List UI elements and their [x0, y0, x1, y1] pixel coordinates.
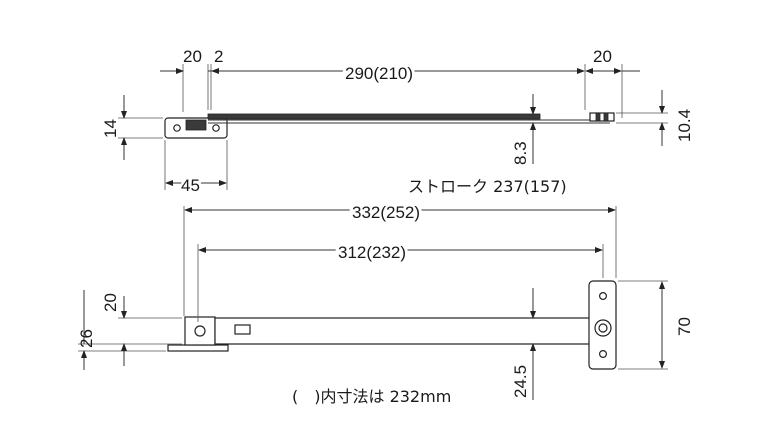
front-bracket-hole-bottom — [598, 350, 607, 359]
dim-312: 312(232) — [338, 243, 406, 262]
top-arm-bar — [207, 113, 541, 120]
dim-8-3: 8.3 — [511, 141, 530, 165]
dim-290: 290(210) — [345, 64, 413, 83]
front-left-pivot — [194, 325, 206, 337]
dim-20-left: 20 — [183, 47, 202, 66]
dim-10-4: 10.4 — [675, 109, 694, 142]
dim-2: 2 — [214, 47, 223, 66]
top-right-bracket-mark — [595, 112, 601, 122]
dim-20: 20 — [101, 293, 120, 312]
dim-14: 14 — [101, 119, 120, 138]
dim-45: 45 — [181, 176, 200, 195]
front-arm — [214, 317, 598, 345]
dim-70: 70 — [675, 317, 694, 336]
top-hinge-block — [185, 119, 207, 131]
dim-24-5: 24.5 — [511, 365, 530, 398]
top-right-bracket-mark-2 — [603, 112, 609, 122]
top-hole-left — [173, 124, 181, 132]
dim-332: 332(252) — [352, 203, 420, 222]
dim-20-right: 20 — [593, 47, 612, 66]
stroke-label: ストローク 237(157) — [408, 177, 567, 196]
front-arm-slot — [234, 324, 251, 335]
top-hole-right — [212, 124, 220, 132]
dim-26: 26 — [77, 329, 96, 348]
inner-dimension-note: ( )内寸法は 232mm — [292, 387, 451, 406]
top-view: 20 2 290(210) 20 14 10.4 8.3 45 ストローク 23… — [101, 47, 694, 198]
front-bracket-pivot-inner — [598, 323, 608, 333]
front-view: 332(252) 312(232) 20 26 70 24.5 ( )内寸法は … — [77, 200, 694, 406]
front-base-plate — [167, 344, 229, 352]
top-right-bracket — [589, 112, 615, 122]
front-bracket-hole-top — [598, 292, 607, 301]
